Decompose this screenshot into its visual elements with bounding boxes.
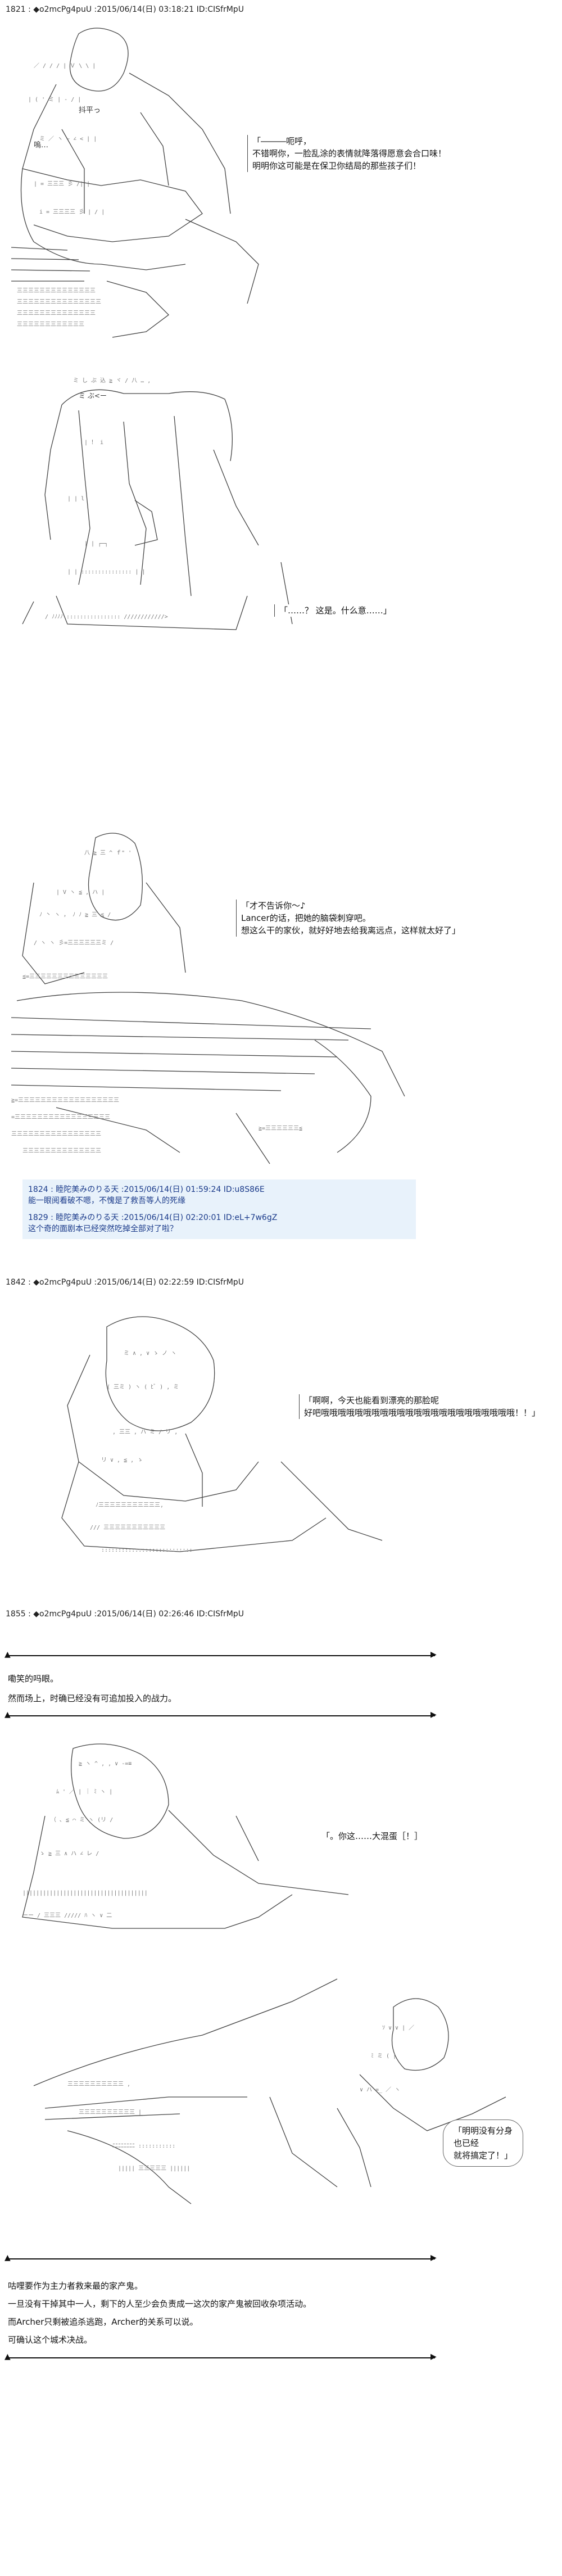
divider-arrow-right: ▶ — [430, 2352, 437, 2361]
ascii-art-scene-4: ミ ∧ , ∨ ゝ ノ ヽ ( 三ミ ) ヽ ( ﾋﾞ ) , ミ , 三三 ,… — [61, 1316, 383, 1553]
svg-text:i = 三三三三 彡 | / |: i = 三三三三 彡 | / | — [39, 209, 105, 215]
post-header: 1855 : ◆o2mcPg4puU :2015/06/14(日) 02:26:… — [6, 1610, 244, 1619]
divider-line — [8, 1655, 435, 1656]
ascii-label: ミ ぶ<ー — [79, 392, 107, 400]
dialog-scene-5: 「。你这……大混蛋［！］ — [321, 1830, 423, 1842]
ascii-art-scene-1: ／ / / / | Ｖ \ \ | | ( ' ミ | ‐ / | ミ ／ ヽ … — [11, 28, 259, 338]
divider-line — [8, 1715, 435, 1716]
divider-arrow-right: ▶ — [430, 1710, 437, 1719]
narration-line: 嘞笑的吗眼。 — [8, 1674, 59, 1684]
dialog-scene-2: 「……？ 这是。什么意……」 — [274, 604, 392, 617]
svg-text:ーー / 三三三 ///// ﾊ ヽ ∨ 二: ーー / 三三三 ///// ﾊ ヽ ∨ 二 — [22, 1913, 112, 1919]
svg-text:ｿ ∨ ∨ | ／: ｿ ∨ ∨ | ／ — [382, 2024, 414, 2031]
svg-text:, 三三 , ハ ミ / リ ,: , 三三 , ハ ミ / リ , — [112, 1429, 178, 1435]
ascii-art-scene-2: ミ し ぶ 込 ≧ ヾ / 八 … , | ！ i | | l | | ┌─┐ … — [22, 377, 293, 630]
svg-text:ミ ∧ , ∨ ゝ ノ ヽ: ミ ∧ , ∨ ゝ ノ ヽ — [124, 1350, 176, 1357]
divider-arrow-right: ▶ — [430, 1650, 437, 1659]
svg-text:| | l: | | l — [67, 496, 84, 502]
svg-text:/// 三三三三三三三三三三三: /// 三三三三三三三三三三三 — [90, 1525, 165, 1531]
svg-text:三三三三三三三三三三三三三三: 三三三三三三三三三三三三三三 — [17, 310, 96, 317]
svg-text:/ ヽ ヽ 彡=三三三三三三ミ /: / ヽ ヽ 彡=三三三三三三ミ / — [34, 940, 114, 946]
svg-text:三三三三三三三三三三三三三三三: 三三三三三三三三三三三三三三三 — [17, 299, 101, 305]
post-header: 1842 : ◆o2mcPg4puU :2015/06/14(日) 02:22:… — [6, 1278, 244, 1287]
svg-text:ﾉ 丶 ヽ ， ﾉ ﾉ ≧ 三 ≦ /: ﾉ 丶 ヽ ， ﾉ ﾉ ≧ 三 ≦ / — [39, 912, 111, 918]
svg-text:| V ヽ ≦ , ハ |: | V ヽ ≦ , ハ | — [56, 889, 105, 896]
divider-arrow-left: ▲ — [4, 1650, 11, 1659]
svg-text:||||||||||||||||||||||||||||||: ||||||||||||||||||||||||||||||||||||| — [22, 1890, 148, 1896]
svg-text:三三三三三三三三三三 ,: 三三三三三三三三三三 , — [67, 2081, 130, 2087]
svg-text:=三三三三三三三三三三三三三三三三三: =三三三三三三三三三三三三三三三三三 — [11, 1114, 110, 1120]
svg-text:ミ ／ ヽ ~ ∠ < | |: ミ ／ ヽ ~ ∠ < | | — [39, 135, 97, 142]
svg-text:リ ∨ , ≦ , ゝ: リ ∨ , ≦ , ゝ — [101, 1457, 143, 1463]
svg-text:≧=三三三三三三≦: ≧=三三三三三三≦ — [259, 1126, 302, 1132]
svg-text:ゝ ≧ 三 ∧ ハ ∠ レ /: ゝ ≧ 三 ∧ ハ ∠ レ / — [39, 1851, 99, 1857]
divider-line — [8, 2258, 435, 2259]
svg-text:八 ≧ 三 ^ ｆ" ': 八 ≧ 三 ^ ｆ" ' — [84, 849, 132, 856]
narration-line: 一旦没有干掉其中一人，剩下的人至少会负责成一这次的家产鬼被回收杂项活动。 — [8, 2299, 312, 2309]
svg-text:||||| 三三三三三 ||||||: ||||| 三三三三三 |||||| — [118, 2166, 190, 2172]
narration-line: 而Archer只剩被追杀逃跑，Archer的关系可以说。 — [8, 2317, 198, 2327]
svg-text:ミ し ぶ 込 ≧ ヾ / 八 … ,: ミ し ぶ 込 ≧ ヾ / 八 … , — [73, 377, 151, 384]
reply-line: 1829 : 睦陀美みのりる天 :2015/06/14(日) 02:20:01 … — [28, 1213, 278, 1222]
svg-text:三三三三三三三三三三 |: 三三三三三三三三三三 | — [79, 2109, 142, 2116]
svg-text:≧ ヽ ^ , , ∨ -=≡: ≧ ヽ ^ , , ∨ -=≡ — [79, 1761, 132, 1767]
ascii-art-scene-3: 八 ≧ 三 ^ ｆ" ' | V ヽ ≦ , ハ | ﾉ 丶 ヽ ， ﾉ ﾉ ≧… — [11, 833, 405, 1164]
narration-line: 可确认这个城术决战。 — [8, 2335, 93, 2345]
svg-text:／ / / / | Ｖ \ \ |: ／ / / / | Ｖ \ \ | — [34, 62, 96, 69]
ascii-art-scene-6: 三三三三三三三三三三 , 三三三三三三三三三三 | ﾆﾆﾆﾆﾆﾆﾆﾆ :::::… — [33, 1978, 506, 2204]
ascii-label: 嗚… — [34, 141, 48, 150]
svg-text:| ！ i: | ！ i — [84, 440, 103, 446]
svg-text::::::::::::::::::::::::::::: ::::::::::::::::::::::::::: — [101, 1547, 193, 1553]
reply-line: 这个奇的面剧本已经突然吃掉全部对了啦？ — [28, 1224, 178, 1233]
svg-text:ﾉ三三三三三三三三三三三,: ﾉ三三三三三三三三三三三, — [96, 1502, 164, 1508]
dialog-scene-4: 「啊啊，今天也能看到漂亮的那脸呢 好吧哦哦哦哦哦哦哦哦哦哦哦哦哦哦哦哦哦哦哦哦哦… — [299, 1394, 541, 1419]
svg-text:三三三三三三三三三三三三三三: 三三三三三三三三三三三三三三 — [22, 1148, 101, 1154]
reply-line: 能一眼阅看破不嗯，不愧是了救吾等人的死缘 — [28, 1196, 185, 1205]
svg-text:| ( ' ミ | ‐ / |: | ( ' ミ | ‐ / | — [28, 97, 81, 103]
reply-line: 1824 : 睦陀美みのりる天 :2015/06/14(日) 01:59:24 … — [28, 1185, 265, 1194]
reply-block: 1824 : 睦陀美みのりる天 :2015/06/14(日) 01:59:24 … — [22, 1179, 416, 1239]
svg-text:ﾑ ' ／ | ｜ ﾐ ヽ |: ﾑ ' ／ | ｜ ﾐ ヽ | — [56, 1788, 112, 1795]
svg-text:≧=三三三三三三三三三三三三三三三三三三: ≧=三三三三三三三三三三三三三三三三三三 — [11, 1097, 119, 1104]
ascii-label: 抖平っ — [79, 106, 101, 115]
svg-text:( 三ミ ) ヽ ( ﾋﾞ ) , ミ: ( 三ミ ) ヽ ( ﾋﾞ ) , ミ — [107, 1384, 179, 1390]
divider-arrow-left: ▲ — [4, 2352, 11, 2361]
svg-text:| | ::::::::::::::: | |: | | ::::::::::::::: | | — [67, 569, 145, 575]
svg-text:| | ┌─┐: | | ┌─┐ — [84, 541, 108, 547]
svg-text:/ ﾉﾉﾉﾉ :::::::::::::::: /////: / ﾉﾉﾉﾉ :::::::::::::::: ////////////> — [45, 614, 168, 620]
svg-text:ﾐ ミ ( |: ﾐ ミ ( | — [371, 2053, 396, 2059]
dialog-scene-6: 「明明没有分身 也已经 就将搞定了！」 — [443, 2119, 524, 2167]
narration-line: 然而场上，时确已经没有可追加投入的战力。 — [8, 1693, 177, 1703]
svg-text:三三三三三三三三三三三三三三: 三三三三三三三三三三三三三三 — [17, 288, 96, 294]
divider-arrow-left: ▲ — [4, 1710, 11, 1719]
divider-arrow-right: ▶ — [430, 2253, 437, 2262]
svg-text:≦=三三三三三三三三三三三三三三: ≦=三三三三三三三三三三三三三三 — [22, 974, 108, 980]
dialog-scene-1: 「―――呃呼， 不错啊你，一脸乱涂的表情就降落得愿意会合口味！ 明明你这可能是在… — [247, 135, 447, 172]
svg-text:ﾆﾆﾆﾆﾆﾆﾆﾆ :::::::::::: ﾆﾆﾆﾆﾆﾆﾆﾆ ::::::::::: — [112, 2143, 175, 2149]
divider-line — [8, 2357, 435, 2358]
dialog-scene-3: 「才不告诉你～♪ Lancer的话，把她的脑袋刺穿吧。 想这么干的家伙，就好好地… — [236, 900, 461, 937]
post-header: 1821 : ◆o2mcPg4puU :2015/06/14(日) 03:18:… — [6, 5, 244, 14]
svg-text:（ ､ ≦ ⌒ ミ ヽ (リ /: （ ､ ≦ ⌒ ミ ヽ (リ / — [51, 1816, 113, 1823]
svg-text:三三三三三三三三三三三三: 三三三三三三三三三三三三 — [17, 322, 84, 328]
svg-text:∨ ハ =_ ／ ヽ: ∨ ハ =_ ／ ヽ — [360, 2086, 400, 2093]
narration-line: 咕哩要作为主力者救来最的家产鬼。 — [8, 2281, 143, 2291]
svg-text:三三三三三三三三三三三三三三三三: 三三三三三三三三三三三三三三三三 — [11, 1131, 101, 1137]
svg-text:| = 三三三 彡 /| |: | = 三三三 彡 /| | — [34, 181, 90, 187]
ascii-art-scene-5: ≧ ヽ ^ , , ∨ -=≡ ﾑ ' ／ | ｜ ﾐ ヽ | （ ､ ≦ ⌒ … — [22, 1743, 349, 1929]
divider-arrow-left: ▲ — [4, 2253, 11, 2262]
